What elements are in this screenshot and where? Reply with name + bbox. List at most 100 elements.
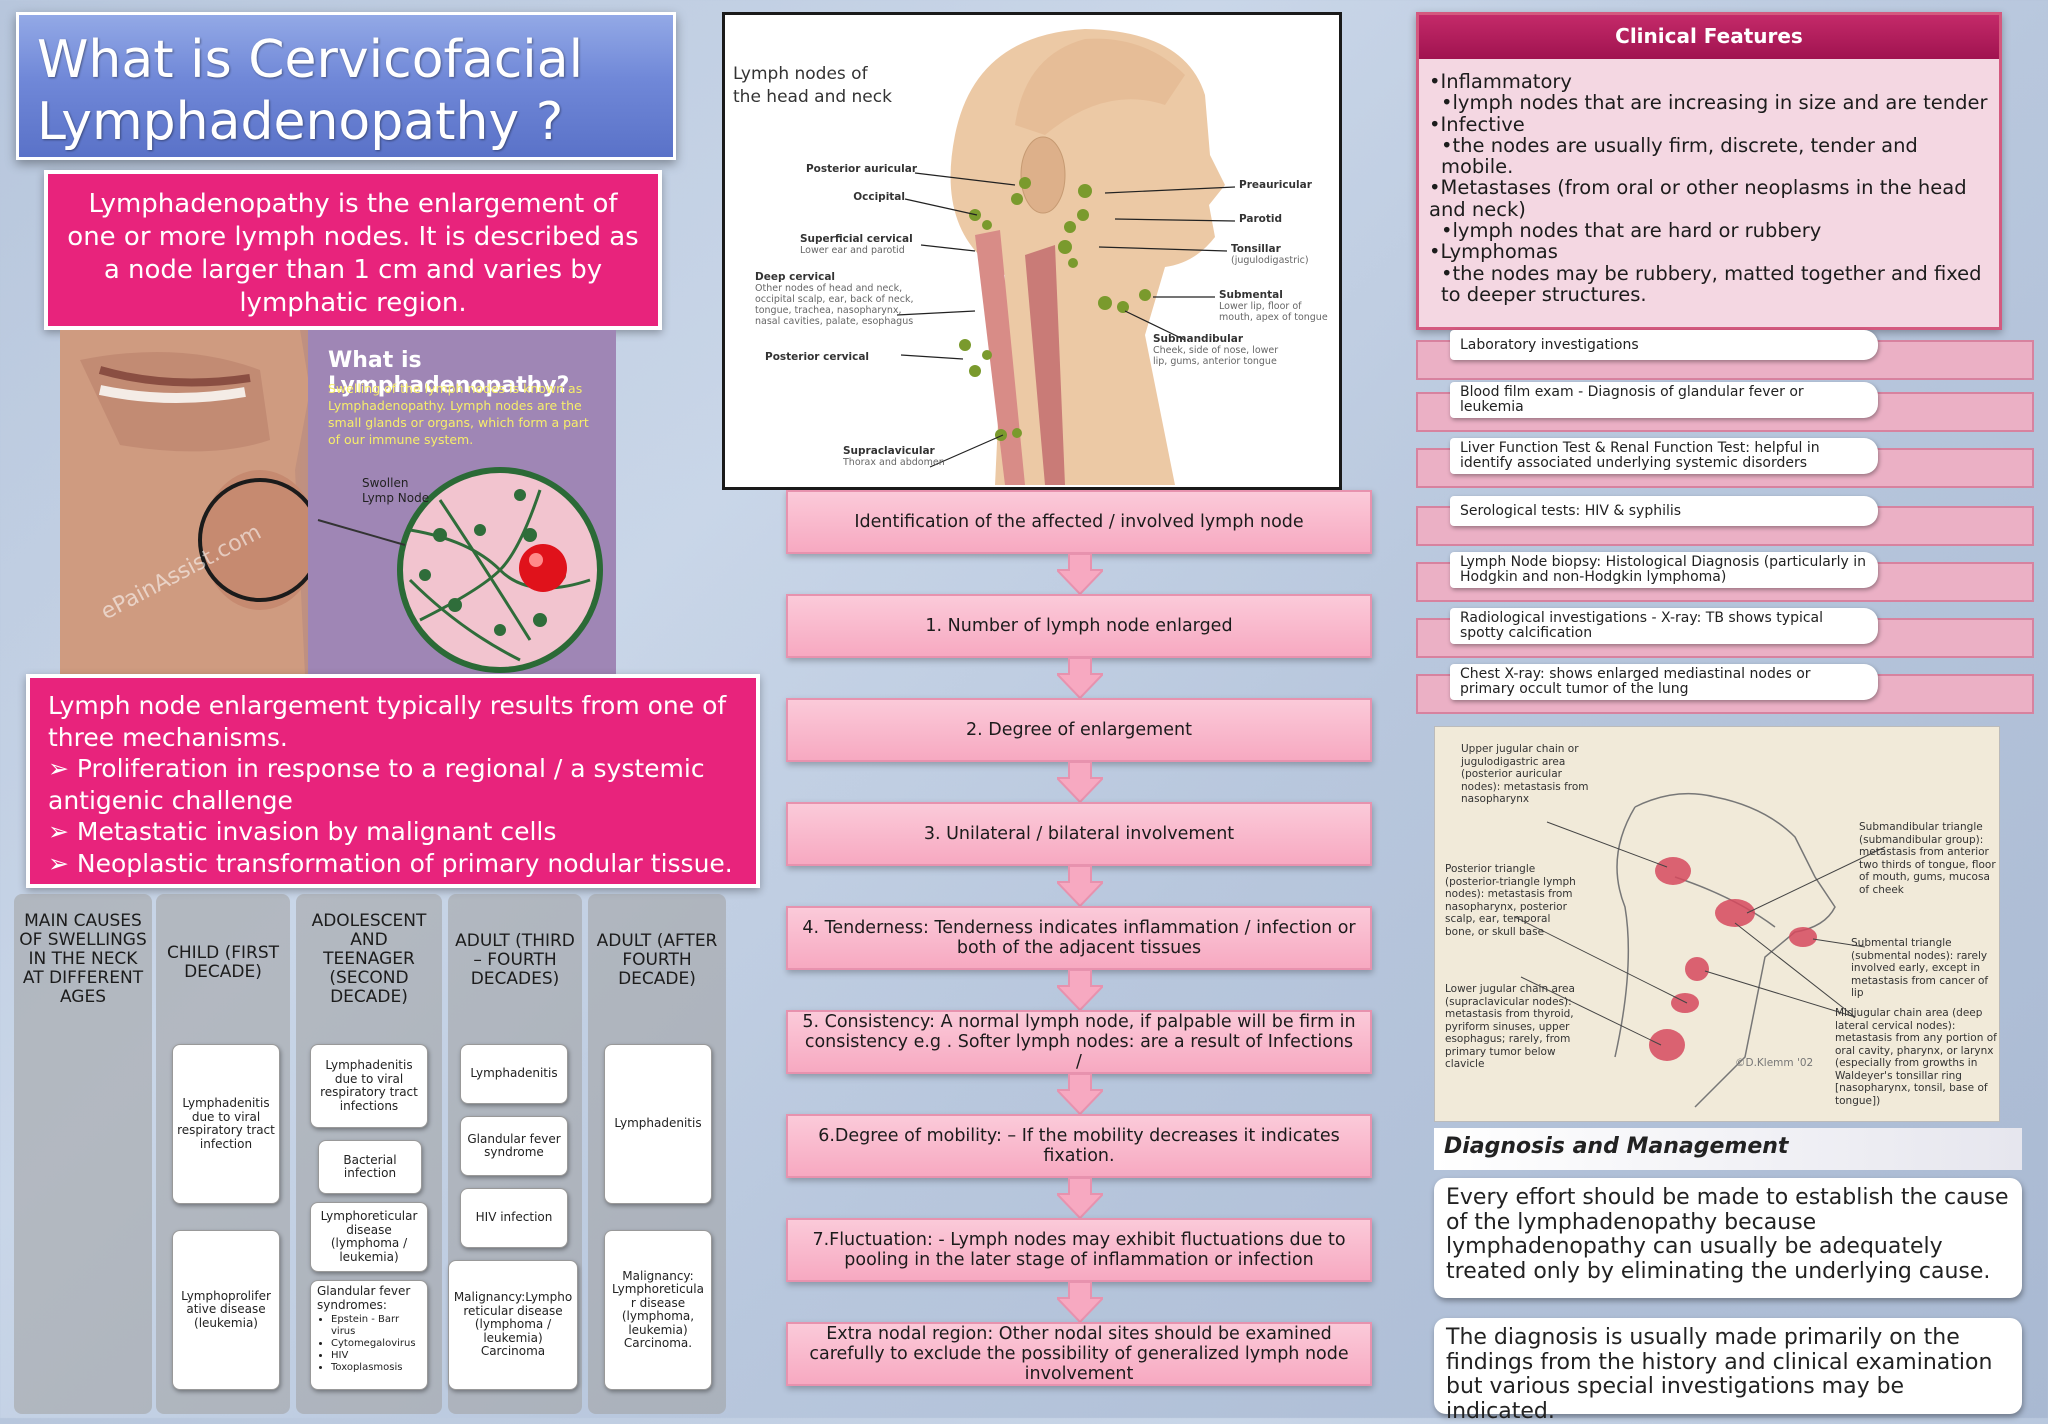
flow-step: 7.Fluctuation: - Lymph nodes may exhibit… <box>786 1218 1372 1282</box>
cause-cell: Malignancy:Lympho reticular disease (lym… <box>448 1260 578 1390</box>
down-arrow-icon <box>1057 1178 1103 1218</box>
clinical-subitem: •the nodes may be rubbery, matted togeth… <box>1441 261 1982 306</box>
cause-cell: Lymphadenitis due to viral respiratory t… <box>310 1044 428 1128</box>
mechanisms-intro: Lymph node enlargement typically results… <box>48 691 727 752</box>
lymphadenopathy-photo: What is Lymphadenopathy? Swelling of the… <box>60 330 616 676</box>
label-deep-cervical: Deep cervical <box>755 271 836 283</box>
down-arrow-icon <box>1057 1074 1103 1114</box>
cause-cell: Bacterial infection <box>318 1140 422 1194</box>
glandular-item: HIV <box>331 1350 421 1362</box>
label-tonsillar-sub: (jugulodigastric) <box>1231 255 1309 266</box>
flow-step: 5. Consistency: A normal lymph node, if … <box>786 1010 1372 1074</box>
neck-outline <box>1514 792 1886 1108</box>
photo-heading: What is Lymphadenopathy? <box>328 348 570 398</box>
clinical-subitem: •lymph nodes that are increasing in size… <box>1441 91 1988 115</box>
glandular-fever-cell: Glandular fever syndromes: Epstein - Bar… <box>310 1280 428 1390</box>
down-arrow-icon <box>1057 762 1103 802</box>
lab-item: Laboratory investigations <box>1450 330 1878 360</box>
head-illustration <box>896 29 1236 485</box>
clinical-item: •Infective <box>1429 112 1525 136</box>
mechanism-item: ➢ Metastatic invasion by malignant cells <box>48 817 557 846</box>
lab-item: Liver Function Test & Renal Function Tes… <box>1450 438 1878 474</box>
diagnosis-header: Diagnosis and Management <box>1434 1128 2022 1170</box>
label-parotid: Parotid <box>1239 213 1283 225</box>
photo-callout: Swollen Lymp Node <box>362 476 430 505</box>
cause-cell: Glandular fever syndrome <box>460 1116 568 1176</box>
lab-item: Serological tests: HIV & syphilis <box>1450 496 1878 526</box>
cause-cell: Lymphadenitis <box>460 1044 568 1104</box>
glandular-item: Cytomegalovirus <box>331 1338 421 1350</box>
label-posterior-cervical: Posterior cervical <box>765 351 870 363</box>
photo-body: Swelling of the lymph nodes is known as … <box>328 381 589 447</box>
flow-step: 6.Degree of mobility: – If the mobility … <box>786 1114 1372 1178</box>
label-submental-triangle: Submental triangle (submental nodes): ra… <box>1851 937 1989 999</box>
flow-step: 3. Unilateral / bilateral involvement <box>786 802 1372 866</box>
down-arrow-icon <box>1057 1282 1103 1322</box>
down-arrow-icon <box>1057 554 1103 594</box>
lab-item: Blood film exam - Diagnosis of glandular… <box>1450 382 1878 418</box>
illustration-signature: ©D.Klemm '02 <box>1735 1057 1814 1069</box>
label-superficial-cervical: Superficial cervical <box>800 233 913 245</box>
lab-item: Radiological investigations - X-ray: TB … <box>1450 608 1878 644</box>
page-title: What is Cervicofacial Lymphadenopathy ? <box>16 12 676 160</box>
header-child: CHILD (FIRST DECADE) <box>166 943 280 982</box>
age-column-header <box>14 894 152 1414</box>
mechanism-item: ➢ Neoplastic transformation of primary n… <box>48 848 733 878</box>
mechanism-item: ➢ Proliferation in response to a regiona… <box>48 754 705 815</box>
cause-cell: Lymphadenitis due to viral respiratory t… <box>172 1044 280 1204</box>
label-deep-cervical-sub: Other nodes of head and neck, occipital … <box>755 283 914 327</box>
cause-cell: Lymphoprolifer ative disease (leukemia) <box>172 1230 280 1390</box>
label-supraclavicular-sub: Thorax and abdomen <box>843 457 945 468</box>
diagnosis-paragraph: The diagnosis is usually made primarily … <box>1434 1318 2022 1423</box>
header-adult: ADULT (THIRD – FOURTH DECADES) <box>455 931 575 989</box>
label-preauricular: Preauricular <box>1239 179 1312 191</box>
clinical-item: •Lymphomas <box>1429 240 1558 264</box>
header-older: ADULT (AFTER FOURTH DECADE) <box>596 931 718 989</box>
down-arrow-icon <box>1057 658 1103 698</box>
down-arrow-icon <box>1057 866 1103 906</box>
neck-photo-illustration <box>60 330 616 676</box>
label-lower-jugular: Lower jugular chain area (supraclavicula… <box>1445 983 1575 1070</box>
label-supraclavicular: Supraclavicular <box>843 445 935 457</box>
label-submental: Submental <box>1219 289 1283 301</box>
age-table-title: MAIN CAUSES OF SWELLINGS IN THE NECK AT … <box>19 911 147 1007</box>
label-submental-sub: Lower lip, floor of mouth, apex of tongu… <box>1219 301 1328 323</box>
cause-cell: Lymphadenitis <box>604 1044 712 1204</box>
label-submandibular-sub: Cheek, side of nose, lower lip, gums, an… <box>1153 345 1279 367</box>
diagnosis-paragraph: Every effort should be made to establish… <box>1434 1178 2022 1298</box>
definition-box: Lymphadenopathy is the enlargement of on… <box>44 170 662 330</box>
diagram-title: Lymph nodes of the head and neck <box>733 64 892 107</box>
neck-regions-illustration: Upper jugular chain or jugulodigastric a… <box>1434 726 2000 1122</box>
label-upper-jugular: Upper jugular chain or jugulodigastric a… <box>1461 743 1589 805</box>
cause-cell: Lymphoreticular disease (lymphoma / leuk… <box>310 1202 428 1272</box>
label-occipital: Occipital <box>853 191 905 203</box>
label-posterior-triangle: Posterior triangle (posterior-triangle l… <box>1445 863 1576 938</box>
clinical-item: •Inflammatory <box>1429 70 1572 93</box>
clinical-subitem: •lymph nodes that are hard or rubbery <box>1441 219 1822 243</box>
glandular-item: Toxoplasmosis <box>331 1362 421 1374</box>
mechanisms-box: Lymph node enlargement typically results… <box>26 674 760 888</box>
lab-item: Lymph Node biopsy: Histological Diagnosi… <box>1450 552 1878 588</box>
glandular-title: Glandular fever syndromes: <box>317 1284 411 1312</box>
clinical-features-list: •Inflammatory •lymph nodes that are incr… <box>1429 71 1995 305</box>
flow-step: Identification of the affected / involve… <box>786 490 1372 554</box>
glandular-item: Epstein - Barr virus <box>331 1314 421 1338</box>
flow-step: 4. Tenderness: Tenderness indicates infl… <box>786 906 1372 970</box>
label-tonsillar: Tonsillar <box>1231 243 1281 255</box>
cause-cell: HIV infection <box>460 1188 568 1248</box>
header-adolescent: ADOLESCENT AND TEENAGER (SECOND DECADE) <box>311 911 427 1007</box>
flow-step: 1. Number of lymph node enlarged <box>786 594 1372 658</box>
cause-cell: Malignancy: Lymphoreticula r disease (ly… <box>604 1230 712 1390</box>
clinical-features-panel: Clinical Features •Inflammatory •lymph n… <box>1416 12 2002 330</box>
label-midjugular: Midjugular chain area (deep lateral cerv… <box>1835 1007 1997 1107</box>
label-superficial-cervical-sub: Lower ear and parotid <box>800 245 905 256</box>
label-posterior-auricular: Posterior auricular <box>805 163 917 175</box>
clinical-features-header: Clinical Features <box>1419 15 1999 59</box>
head-neck-diagram: Lymph nodes of the head and neck Posteri… <box>722 12 1342 490</box>
down-arrow-icon <box>1057 970 1103 1010</box>
label-submandibular-triangle: Submandibular triangle (submandibular gr… <box>1859 821 1996 896</box>
clinical-subitem: •the nodes are usually firm, discrete, t… <box>1441 133 1918 179</box>
flow-step: Extra nodal region: Other nodal sites sh… <box>786 1322 1372 1386</box>
clinical-item: •Metastases (from oral or other neoplasm… <box>1429 176 1967 221</box>
label-submandibular: Submandibular <box>1153 333 1244 345</box>
